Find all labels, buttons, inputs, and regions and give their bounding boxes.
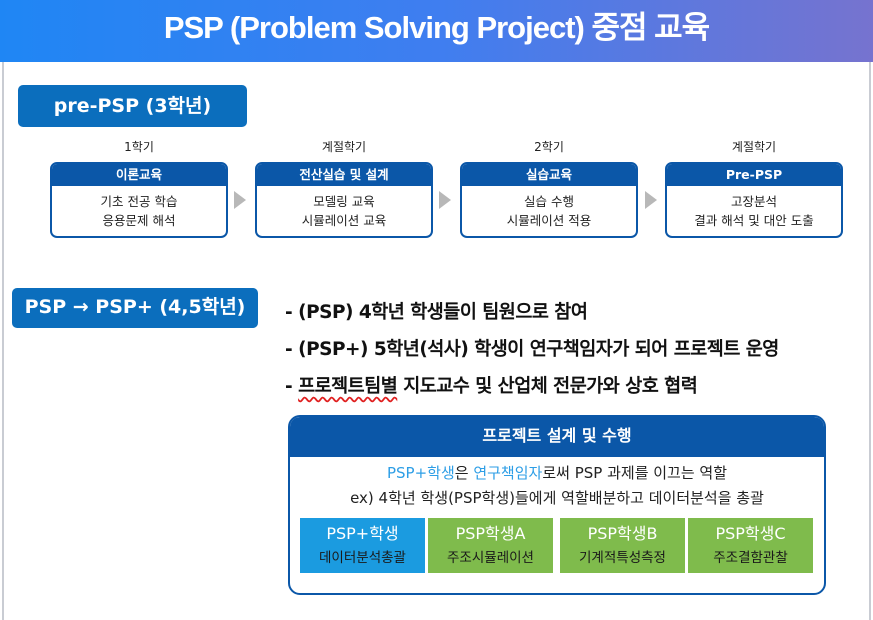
project-box: 프로젝트 설계 및 수행 PSP+학생은 연구책임자로써 PSP 과제를 이끄는… <box>288 415 826 595</box>
step-line: 시뮬레이션 적용 <box>506 213 592 228</box>
bullet: - 프로젝트팀별 지도교수 및 산업체 전문가와 상호 협력 <box>285 372 698 398</box>
step-line: 응용문제 해석 <box>102 213 176 228</box>
bullet: - (PSP) 4학년 학생들이 팀원으로 참여 <box>285 302 588 323</box>
step-title: 실습교육 <box>462 164 636 186</box>
step-title: 전산실습 및 설계 <box>257 164 431 186</box>
role-task: 주조시뮬레이션 <box>447 550 534 566</box>
slide-title: PSP (Problem Solving Project) 중점 교육 <box>0 0 873 62</box>
arrow-right-icon <box>645 191 657 209</box>
step-line: 모델링 교육 <box>313 194 375 209</box>
misspelled-word: 프로젝트팀별 <box>298 376 398 397</box>
step-line: 시뮬레이션 교육 <box>301 213 387 228</box>
text: 로써 PSP 과제를 이끄는 역할 <box>542 464 728 482</box>
step-line: 기초 전공 학습 <box>100 194 178 209</box>
step-line: 고장분석 <box>730 194 777 209</box>
role-task: 기계적특성측정 <box>579 550 666 566</box>
slide-frame <box>2 62 871 620</box>
arrow-right-icon <box>234 191 246 209</box>
semester-label: 계절학기 <box>321 140 367 154</box>
step-title: Pre-PSP <box>667 164 841 186</box>
role-task: 주조결함관찰 <box>713 550 788 566</box>
role-task: 데이터분석총괄 <box>319 550 406 566</box>
semester-label: 1학기 <box>124 140 154 154</box>
project-line1: PSP+학생은 연구책임자로써 PSP 과제를 이끄는 역할 <box>290 461 824 486</box>
text: 은 <box>454 464 474 482</box>
arrow-right-icon <box>439 191 451 209</box>
pre-psp-badge: pre-PSP (3학년) <box>18 85 247 127</box>
role-box: PSP학생B 기계적특성측정 <box>560 518 685 573</box>
role-name: PSP학생C <box>715 524 786 543</box>
step-line: 결과 해석 및 대안 도출 <box>694 213 814 228</box>
highlight-text: 연구책임자 <box>473 464 543 482</box>
highlight-text: PSP+학생 <box>386 464 455 482</box>
role-name: PSP학생B <box>587 524 658 543</box>
step-title: 이론교육 <box>52 164 226 186</box>
role-name: PSP학생A <box>455 524 526 543</box>
bullet: - (PSP+) 5학년(석사) 학생이 연구책임자가 되어 프로젝트 운영 <box>285 339 779 360</box>
project-title: 프로젝트 설계 및 수행 <box>290 417 824 457</box>
role-box: PSP학생C 주조결함관찰 <box>688 518 813 573</box>
role-box: PSP학생A 주조시뮬레이션 <box>428 518 553 573</box>
bullet-text: 지도교수 및 산업체 전문가와 상호 협력 <box>397 376 698 397</box>
project-line2: ex) 4학년 학생(PSP학생)들에게 역할배분하고 데이터분석을 총괄 <box>350 489 764 507</box>
psp-badge: PSP → PSP+ (4,5학년) <box>12 288 258 328</box>
semester-label: 2학기 <box>534 140 564 154</box>
semester-label: 계절학기 <box>731 140 777 154</box>
bullet-prefix: - <box>285 376 299 397</box>
step-line: 실습 수행 <box>524 194 574 209</box>
role-name: PSP+학생 <box>326 524 399 543</box>
